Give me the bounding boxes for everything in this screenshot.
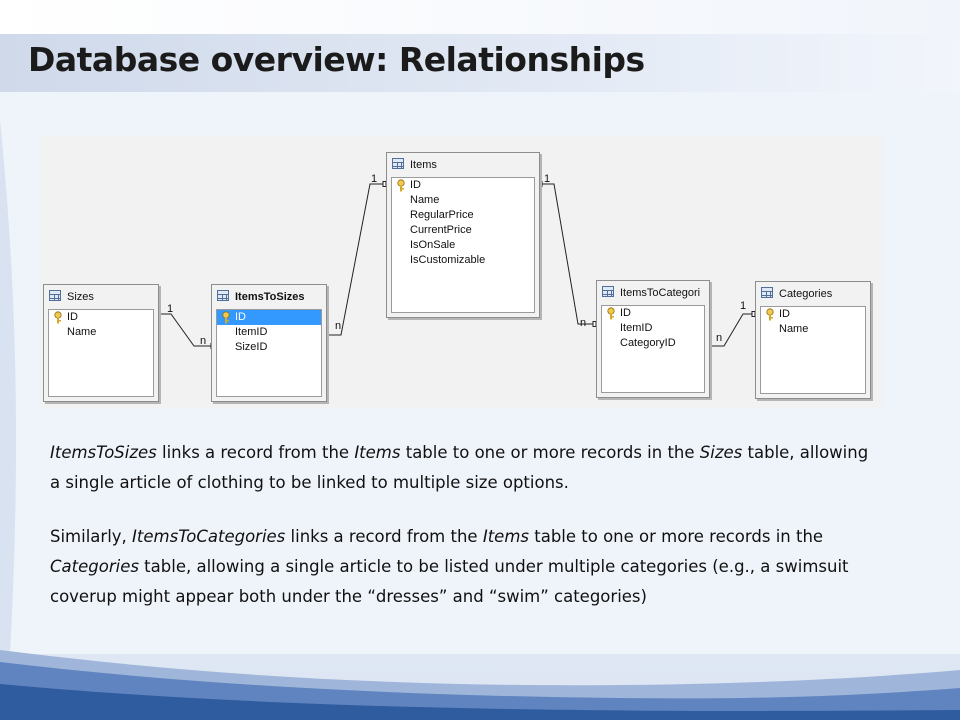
field-row: Name	[392, 193, 534, 208]
field-row: ID	[761, 307, 865, 322]
table-itemstocategories[interactable]: ItemsToCategori ID ItemID CategoryID	[596, 280, 710, 398]
text-segment: links a record from the	[156, 443, 355, 462]
field-row: CategoryID	[602, 336, 704, 351]
field-label: ID	[779, 308, 790, 320]
bottom-wave-decoration	[0, 650, 960, 720]
field-label: ID	[235, 311, 246, 323]
paragraph-itemstocategories: Similarly, ItemsToCategories links a rec…	[50, 522, 880, 612]
field-row: Name	[761, 322, 865, 337]
field-label: CurrentPrice	[410, 224, 472, 236]
table-icon	[602, 286, 614, 297]
primary-key-icon	[54, 311, 62, 324]
text-segment: links a record from the	[285, 527, 483, 546]
field-label: Name	[779, 323, 809, 335]
text-segment: Items	[354, 443, 401, 462]
cardinality-one-items-left: 1	[371, 173, 378, 185]
title-bar	[0, 34, 960, 92]
cardinality-many-sizes: n	[200, 335, 207, 347]
table-items[interactable]: Items ID Name RegularPrice CurrentPrice …	[386, 152, 540, 318]
text-segment: Categories	[50, 557, 139, 576]
field-row: ItemID	[217, 325, 321, 340]
field-label: ItemID	[235, 326, 268, 338]
table-icon	[49, 290, 61, 301]
field-row: Name	[49, 325, 153, 340]
cardinality-one-sizes: 1	[167, 303, 174, 315]
cardinality-many-itemstosizes: n	[335, 320, 342, 332]
field-label: CategoryID	[620, 337, 676, 349]
cardinality-many-categories-link: n	[716, 332, 723, 344]
line-items-itemstocategories	[542, 183, 593, 325]
field-label: ID	[410, 179, 421, 191]
table-itemstocategories-name: ItemsToCategori	[620, 287, 701, 299]
table-itemstosizes-name: ItemsToSizes	[235, 291, 305, 303]
field-label: ID	[67, 311, 78, 323]
paragraph-itemstosizes: ItemsToSizes links a record from the Ite…	[50, 438, 880, 498]
table-itemstocategories-fields: ID ItemID CategoryID	[601, 305, 705, 393]
left-swoosh-decoration	[0, 120, 17, 720]
table-items-fields: ID Name RegularPrice CurrentPrice IsOnSa…	[391, 177, 535, 313]
table-icon	[217, 290, 229, 301]
text-segment: table to one or more records in the	[529, 527, 824, 546]
cardinality-many-itemstocategories: n	[580, 317, 587, 329]
line-itemstosizes-items	[327, 183, 383, 336]
primary-key-icon	[397, 179, 405, 192]
table-sizes[interactable]: Sizes ID Name	[43, 284, 159, 402]
text-segment: Similarly,	[50, 527, 133, 546]
table-itemstosizes-fields: ID ItemID SizeID	[216, 309, 322, 397]
text-segment: ItemsToSizes	[50, 443, 157, 462]
text-segment: table to one or more records in the	[400, 443, 700, 462]
field-label: SizeID	[235, 341, 268, 353]
field-row-selected[interactable]: ID	[217, 310, 321, 325]
field-row: SizeID	[217, 340, 321, 355]
line-sizes-itemstosizes	[160, 313, 211, 347]
table-icon	[761, 287, 773, 298]
field-row: RegularPrice	[392, 208, 534, 223]
field-row: ID	[392, 178, 534, 193]
table-sizes-name: Sizes	[67, 291, 94, 303]
table-sizes-fields: ID Name	[48, 309, 154, 397]
cardinality-one-items-right: 1	[544, 173, 551, 185]
field-label: Name	[67, 326, 97, 338]
table-categories-fields: ID Name	[760, 306, 866, 394]
field-label: ID	[620, 307, 631, 319]
field-label: RegularPrice	[410, 209, 474, 221]
field-label: ItemID	[620, 322, 653, 334]
field-row: ID	[49, 310, 153, 325]
primary-key-icon	[607, 307, 615, 320]
slide-title: Database overview: Relationships	[28, 40, 645, 79]
primary-key-icon	[222, 311, 230, 324]
field-row: ItemID	[602, 321, 704, 336]
text-segment: ItemsToCategories	[132, 527, 286, 546]
primary-key-icon	[766, 308, 774, 321]
field-label: Name	[410, 194, 440, 206]
field-label: IsOnSale	[410, 239, 456, 251]
text-segment: table, allowing a single article of clot…	[50, 443, 869, 492]
line-itemstocategories-categories	[711, 313, 752, 347]
relationship-diagram: 1 n n 1 1 n n 1 Sizes ID Name ItemsToSiz…	[40, 136, 882, 408]
table-categories[interactable]: Categories ID Name	[755, 281, 871, 399]
table-categories-name: Categories	[779, 288, 833, 300]
field-label: IsCustomizable	[410, 254, 486, 266]
table-icon	[392, 158, 404, 169]
cardinality-one-categories: 1	[740, 300, 747, 312]
text-segment: Sizes	[699, 443, 743, 462]
field-row: CurrentPrice	[392, 223, 534, 238]
table-itemstosizes[interactable]: ItemsToSizes ID ItemID SizeID	[211, 284, 327, 402]
table-items-name: Items	[410, 159, 437, 171]
text-segment: Items	[482, 527, 529, 546]
field-row: IsCustomizable	[392, 253, 534, 268]
field-row: IsOnSale	[392, 238, 534, 253]
field-row: ID	[602, 306, 704, 321]
top-band	[0, 0, 960, 34]
description-text: ItemsToSizes links a record from the Ite…	[50, 438, 880, 612]
text-segment: table, allowing a single article to be l…	[50, 557, 849, 606]
